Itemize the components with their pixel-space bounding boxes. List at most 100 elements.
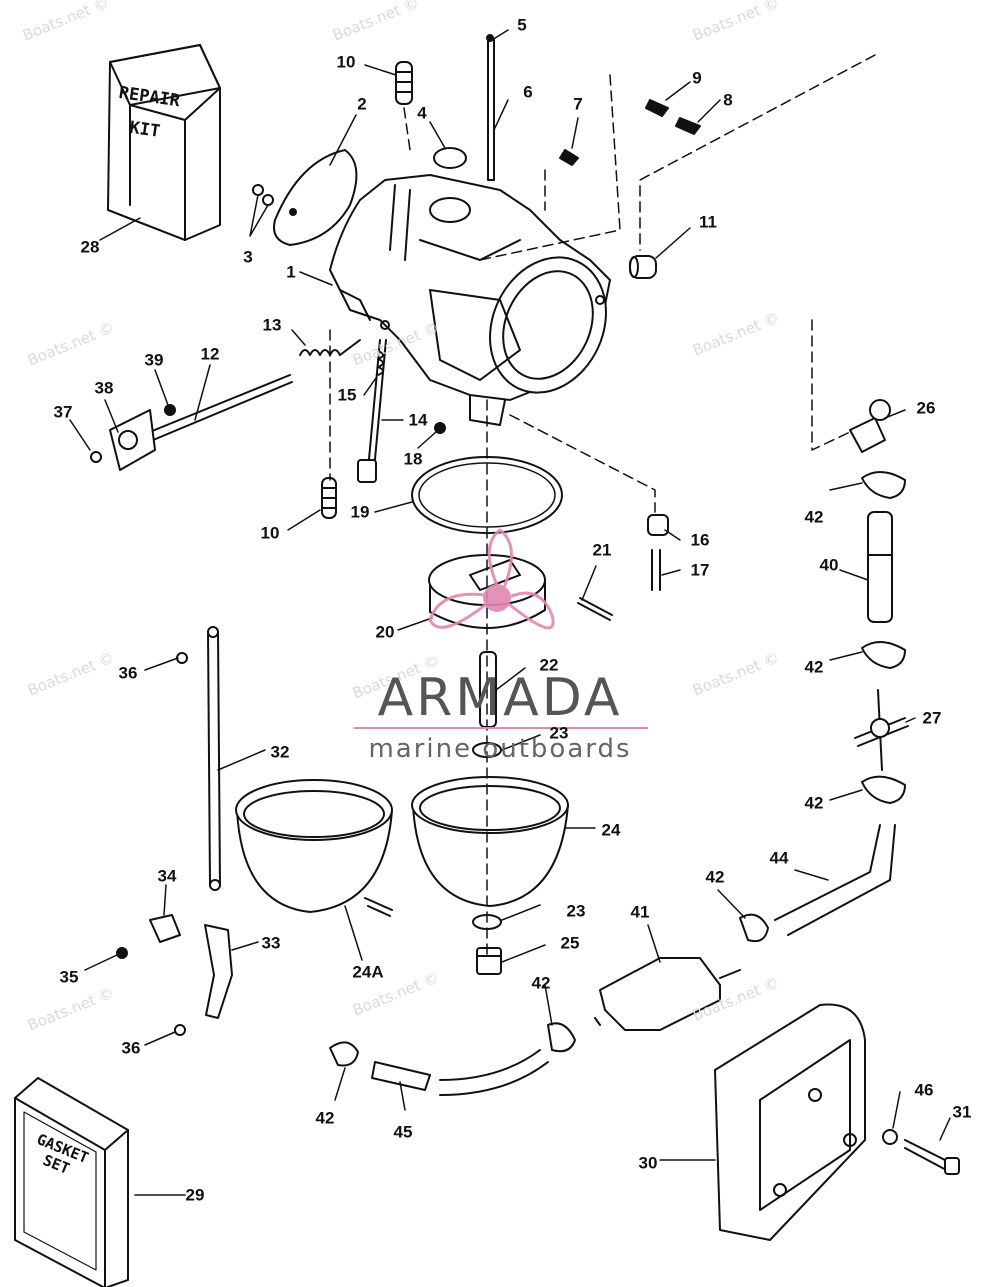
part-label: 36 — [118, 663, 138, 683]
float-bowl — [411, 776, 569, 907]
part-label: 42 — [315, 1108, 335, 1128]
part-label: 41 — [630, 902, 650, 922]
brand-tagline: marine outboards — [368, 734, 632, 764]
repair-kit-box — [107, 44, 221, 241]
part-label: 19 — [350, 502, 370, 522]
bushing-part — [629, 255, 657, 279]
part-label: 39 — [144, 350, 164, 370]
jet-part — [321, 477, 337, 519]
part-label: 28 — [80, 237, 100, 257]
part-label: 22 — [539, 655, 559, 675]
part-label: 7 — [573, 94, 583, 114]
part-label: 44 — [769, 848, 789, 868]
leader-lines — [69, 29, 951, 1196]
part-label: 36 — [121, 1038, 141, 1058]
part-label: 42 — [531, 973, 551, 993]
linkage-rod-part — [207, 626, 221, 891]
part-label: 25 — [560, 933, 580, 953]
part-label: 5 — [517, 15, 527, 35]
screw-part — [559, 99, 701, 166]
elbow-fitting-part — [849, 399, 891, 453]
alignment-lines — [329, 54, 876, 961]
fuel-filter-part — [594, 957, 741, 1031]
part-label: 33 — [261, 933, 281, 953]
carburetor-body — [329, 174, 611, 426]
part-label: 23 — [566, 901, 586, 921]
fuel-hose-part — [439, 1049, 549, 1096]
o-ring-part — [433, 147, 467, 169]
part-label: 13 — [262, 315, 282, 335]
part-label: 16 — [690, 530, 710, 550]
part-label: 4 — [417, 103, 427, 123]
hose-clamp — [861, 775, 906, 804]
part-label: 12 — [200, 344, 220, 364]
part-label: 20 — [375, 622, 395, 642]
part-label: 3 — [243, 247, 253, 267]
screw-part — [434, 422, 446, 434]
part-label: 10 — [336, 52, 356, 72]
part-label: 34 — [157, 866, 177, 886]
fuel-hose-part — [774, 824, 896, 936]
part-label: 37 — [53, 402, 73, 422]
plug-part — [647, 514, 669, 591]
part-label: 32 — [270, 742, 290, 762]
part-label: 11 — [699, 212, 717, 232]
part-label: 42 — [705, 867, 725, 887]
part-label: 46 — [914, 1080, 934, 1100]
part-label: 18 — [403, 449, 423, 469]
part-label: 26 — [916, 398, 936, 418]
hose-clamp — [861, 471, 906, 499]
armada-logo-mark — [428, 528, 555, 630]
air-silencer-cover — [714, 1003, 866, 1241]
part-label: 27 — [922, 708, 942, 728]
part-label: 42 — [804, 657, 824, 677]
jet-part — [395, 61, 413, 105]
part-label: 40 — [819, 555, 839, 575]
part-label: 2 — [357, 94, 367, 114]
float-bowl-alt — [235, 779, 393, 917]
part-label: 21 — [592, 540, 612, 560]
screw-part — [116, 947, 128, 959]
part-label: 8 — [723, 90, 733, 110]
part-label: 24A — [352, 962, 384, 982]
fuel-hose-part — [371, 1061, 431, 1091]
clip-part — [149, 914, 181, 943]
tee-fitting-part — [854, 689, 909, 771]
bracket-part — [204, 924, 233, 1019]
shaft-part — [109, 374, 293, 471]
part-label: 1 — [286, 262, 296, 282]
part-label: 35 — [59, 967, 79, 987]
part-label: 29 — [185, 1185, 205, 1205]
fuel-hose-part — [867, 511, 893, 623]
part-label: 42 — [804, 507, 824, 527]
hose-clamp — [547, 1022, 576, 1053]
drain-plug-part — [476, 947, 502, 975]
pin-part — [577, 597, 613, 621]
part-label: 15 — [337, 385, 357, 405]
washer-part — [882, 1129, 898, 1145]
part-label: 38 — [94, 378, 114, 398]
part-label: 42 — [804, 793, 824, 813]
hose-clamp — [739, 913, 769, 943]
screw-part — [174, 1024, 186, 1036]
gasket-set-box — [14, 1077, 129, 1287]
part-label: 24 — [601, 820, 621, 840]
needle-part — [486, 34, 495, 181]
part-label: 31 — [952, 1102, 972, 1122]
repair-kit-label: REPAIR KIT — [117, 82, 182, 142]
part-label: 17 — [690, 560, 710, 580]
idle-screw-part — [357, 339, 387, 483]
hose-clamp — [329, 1041, 359, 1067]
part-label: 10 — [260, 523, 280, 543]
screw-part — [904, 1139, 960, 1175]
hose-clamp — [861, 641, 906, 669]
part-label: 14 — [408, 410, 428, 430]
part-label: 45 — [393, 1122, 413, 1142]
spring-part — [299, 339, 361, 356]
part-label: 6 — [523, 82, 533, 102]
brand-name: ARMADA — [377, 668, 623, 728]
part-label: 30 — [638, 1153, 658, 1173]
screw-part — [164, 404, 176, 416]
part-label: 23 — [549, 723, 569, 743]
